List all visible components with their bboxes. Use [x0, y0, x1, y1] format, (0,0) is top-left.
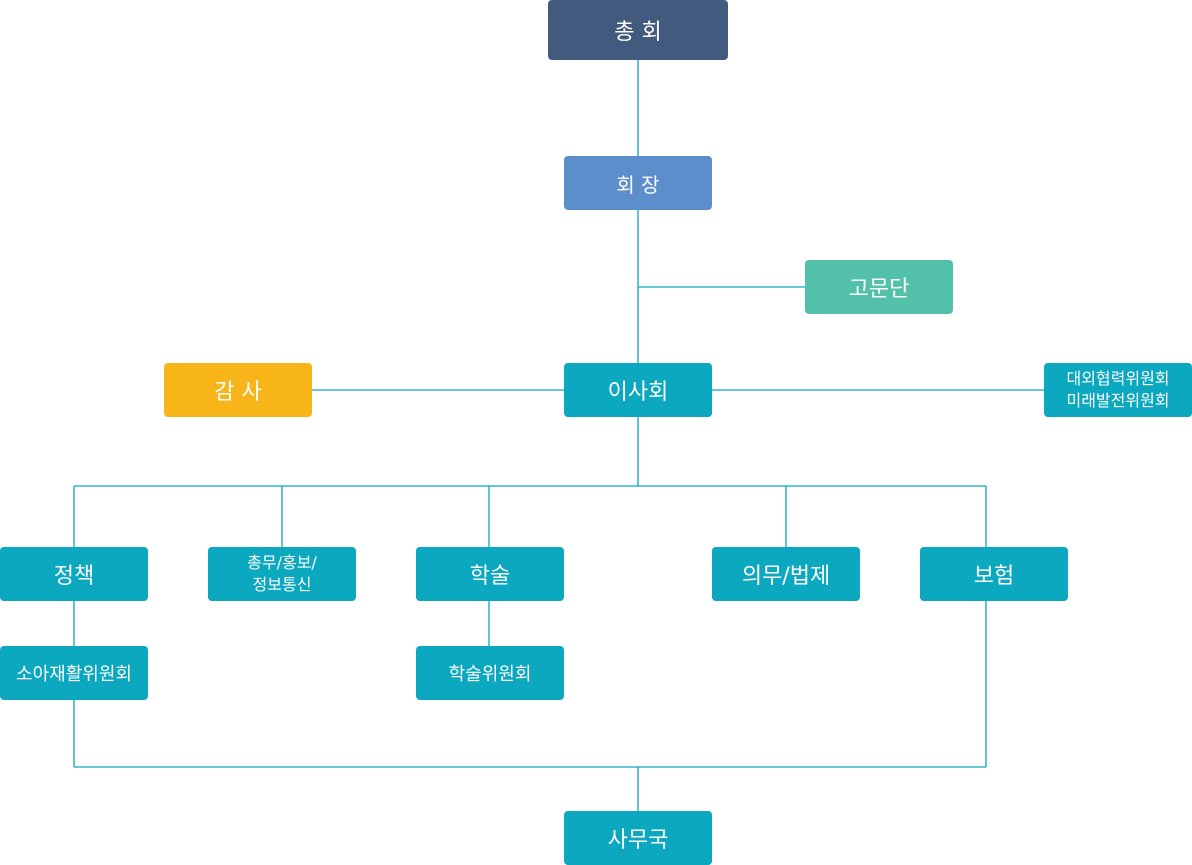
node-board-label: 이사회 — [607, 380, 669, 405]
node-external: 대외협력위원회 미래발전위원회 — [1044, 363, 1192, 417]
node-admin-line2: 정보통신 — [252, 575, 312, 594]
node-academic: 학술 — [416, 547, 564, 601]
node-admin: 총무/홍보/ 정보통신 — [208, 547, 356, 601]
node-admin-line1: 총무/홍보/ — [247, 553, 317, 572]
node-academic-label: 학술 — [469, 564, 511, 589]
node-auditor: 감 사 — [164, 363, 312, 417]
node-policy: 정책 — [0, 547, 148, 601]
node-general-assembly-label: 총 회 — [614, 20, 662, 45]
node-insurance: 보험 — [920, 547, 1068, 601]
node-pediatric-rehab: 소아재활위원회 — [0, 646, 148, 700]
node-general-assembly: 총 회 — [548, 0, 728, 60]
node-external-line1: 대외협력위원회 — [1066, 369, 1170, 388]
node-board: 이사회 — [564, 363, 712, 417]
node-chairman: 회 장 — [564, 156, 712, 210]
node-insurance-label: 보험 — [973, 564, 1015, 589]
node-academic-committee: 학술위원회 — [416, 646, 564, 700]
node-policy-label: 정책 — [53, 564, 95, 589]
node-advisory-label: 고문단 — [848, 277, 910, 302]
node-academic-committee-label: 학술위원회 — [448, 664, 532, 685]
node-advisory: 고문단 — [805, 260, 953, 314]
node-secretariat-label: 사무국 — [607, 828, 669, 853]
node-pediatric-rehab-label: 소아재활위원회 — [16, 664, 132, 685]
node-secretariat: 사무국 — [564, 811, 712, 865]
node-chairman-label: 회 장 — [616, 172, 660, 197]
node-legal-label: 의무/법제 — [741, 564, 831, 589]
node-legal: 의무/법제 — [712, 547, 860, 601]
node-auditor-label: 감 사 — [214, 380, 262, 405]
node-external-line2: 미래발전위원회 — [1066, 391, 1170, 410]
